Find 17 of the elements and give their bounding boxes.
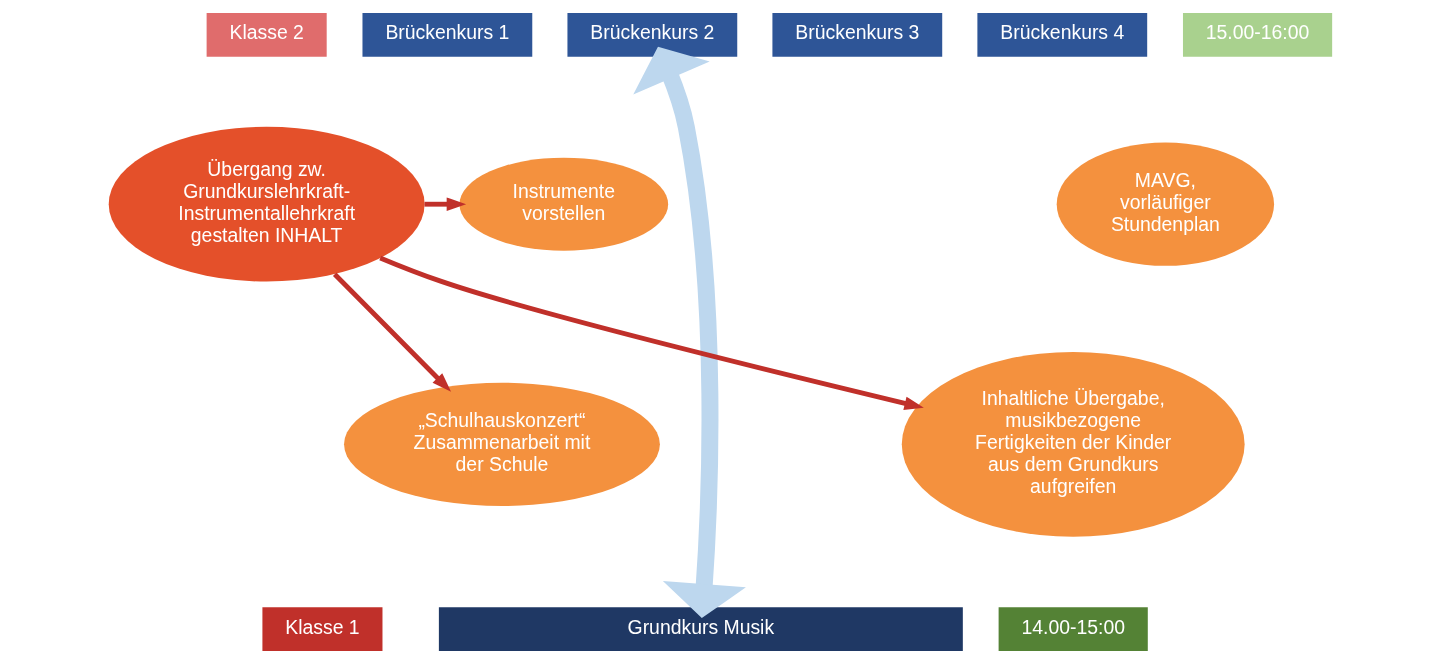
node-box: Klasse 2 <box>206 13 327 57</box>
node-ellipse: „Schulhauskonzert“ Zusammenarbeit mit der Schule <box>344 382 660 506</box>
node-ellipse: Instrumente vorstellen <box>459 157 669 251</box>
node-box: Grundkurs Musik <box>438 607 963 651</box>
arrow <box>424 197 467 211</box>
node-box: Brückenkurs 4 <box>977 13 1148 57</box>
node-box: 15.00-16:00 <box>1182 13 1333 57</box>
arrow <box>379 255 924 410</box>
node-ellipse: MAVG, vorläufiger Stundenplan <box>1056 142 1275 266</box>
node-ellipse: Übergang zw. Grundkurslehrkraft- Instrumentallehrkraft gestalten INHALT <box>108 126 425 282</box>
node-box: Klasse 1 <box>262 607 383 651</box>
node-box: 14.00-15:00 <box>998 607 1148 651</box>
arrow <box>333 272 452 392</box>
node-box: Brückenkurs 3 <box>772 13 943 57</box>
node-box: Brückenkurs 1 <box>362 13 533 57</box>
node-box: Brückenkurs 2 <box>567 13 738 57</box>
arrow <box>633 46 746 619</box>
